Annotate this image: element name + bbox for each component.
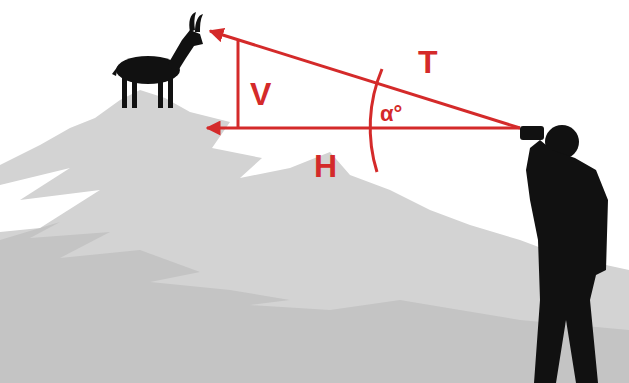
observer-silhouette <box>520 125 608 383</box>
mountain-back <box>0 90 629 383</box>
mountain-front <box>0 222 629 383</box>
chamois-silhouette <box>112 12 203 108</box>
angle-label: α° <box>380 103 402 125</box>
measure-lines <box>207 31 520 172</box>
vertical-distance-label: V <box>250 78 271 110</box>
horizontal-distance-label: H <box>314 150 337 182</box>
mountain-ridge <box>0 168 100 232</box>
true-distance-label: T <box>418 46 438 78</box>
